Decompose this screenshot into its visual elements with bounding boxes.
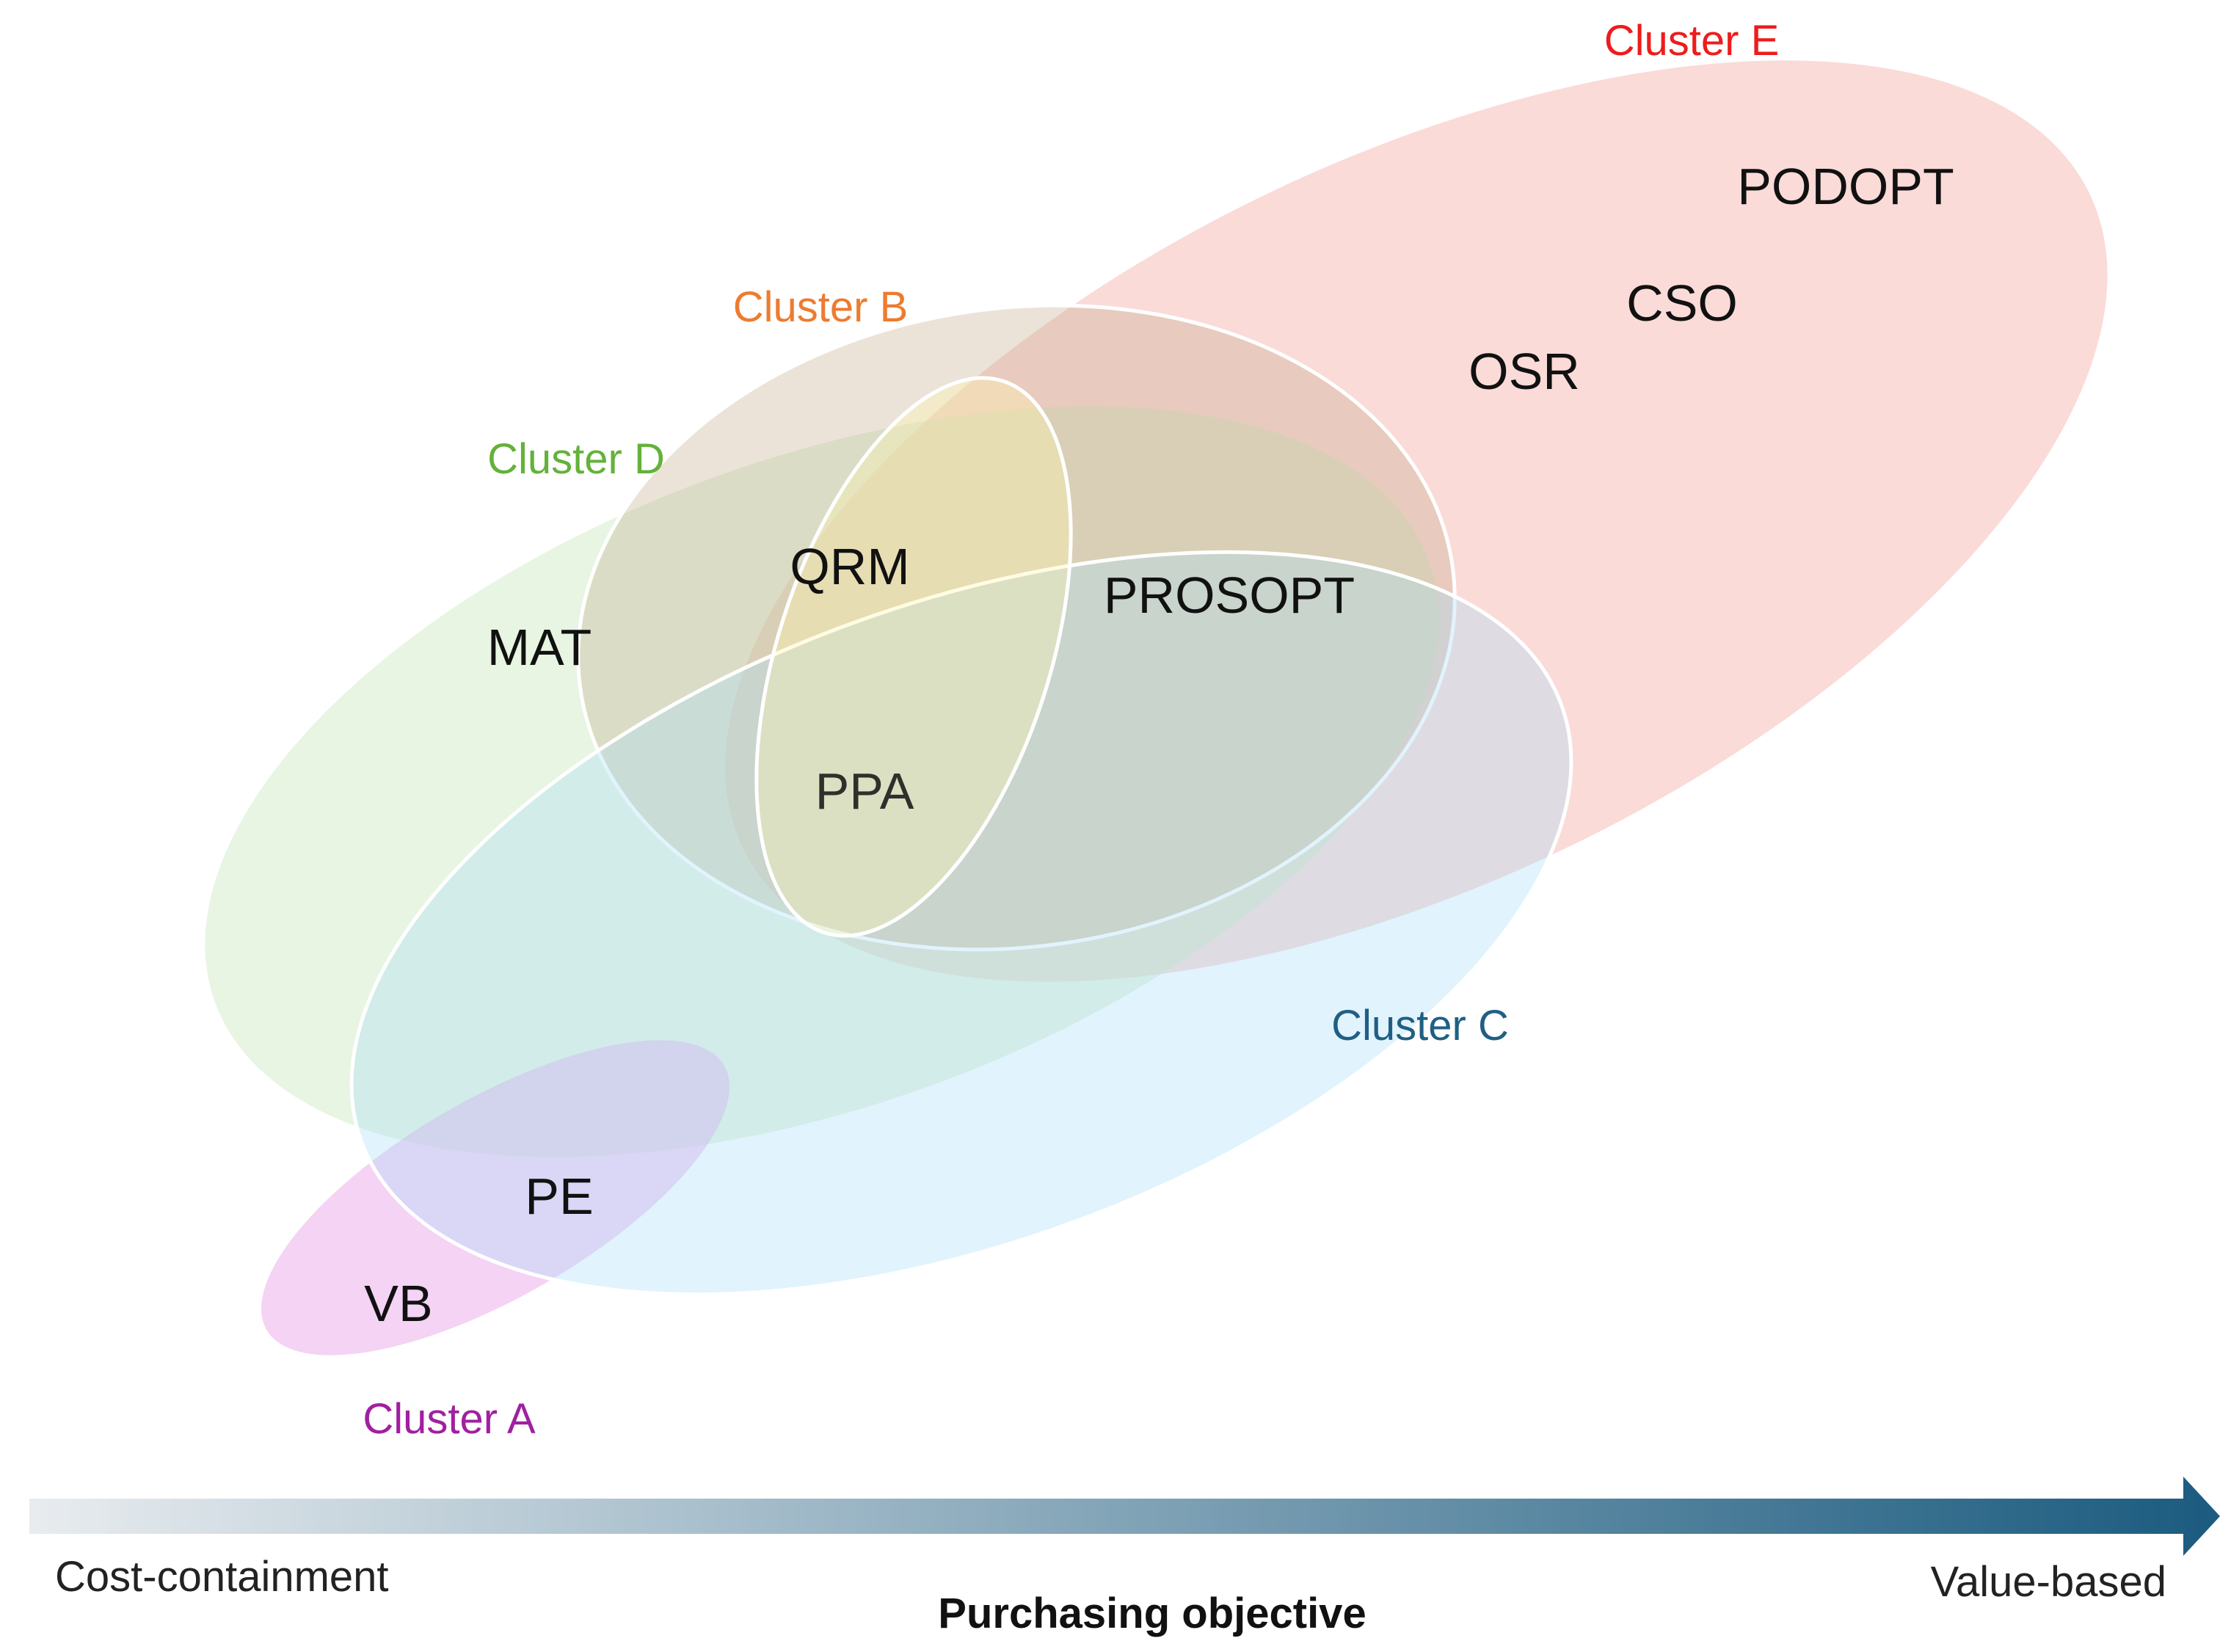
item-qrm: QRM bbox=[790, 538, 909, 595]
item-cso: CSO bbox=[1626, 274, 1738, 332]
purchasing-objective-axis: Cost-containment Value-based Purchasing … bbox=[29, 1477, 2220, 1637]
item-pe: PE bbox=[525, 1168, 593, 1225]
item-ppa: PPA bbox=[815, 763, 914, 820]
item-prosopt: PROSOPT bbox=[1104, 567, 1355, 624]
axis-right-label: Value-based bbox=[1931, 1558, 2166, 1606]
item-podopt: PODOPT bbox=[1737, 158, 1954, 215]
cluster-a-label: Cluster A bbox=[363, 1395, 536, 1443]
cluster-b-label: Cluster B bbox=[733, 283, 909, 331]
cluster-e-ellipse bbox=[725, 60, 2108, 982]
axis-left-label: Cost-containment bbox=[55, 1553, 389, 1601]
axis-title: Purchasing objective bbox=[938, 1590, 1366, 1637]
axis-gradient-arrow bbox=[29, 1477, 2220, 1556]
cluster-d-ellipse bbox=[205, 406, 1439, 1157]
cluster-c-label: Cluster C bbox=[1331, 1002, 1509, 1049]
cluster-e-label: Cluster E bbox=[1604, 17, 1780, 65]
cluster-d-label: Cluster D bbox=[487, 435, 665, 483]
cluster-c-ellipse bbox=[349, 550, 1573, 1297]
cluster-b-ellipse bbox=[754, 376, 1073, 938]
item-vb: VB bbox=[364, 1275, 432, 1332]
cluster-a-ellipse bbox=[261, 1040, 729, 1356]
cluster-overlap-ellipse bbox=[576, 303, 1457, 952]
item-osr: OSR bbox=[1468, 343, 1580, 400]
item-mat: MAT bbox=[487, 619, 592, 676]
